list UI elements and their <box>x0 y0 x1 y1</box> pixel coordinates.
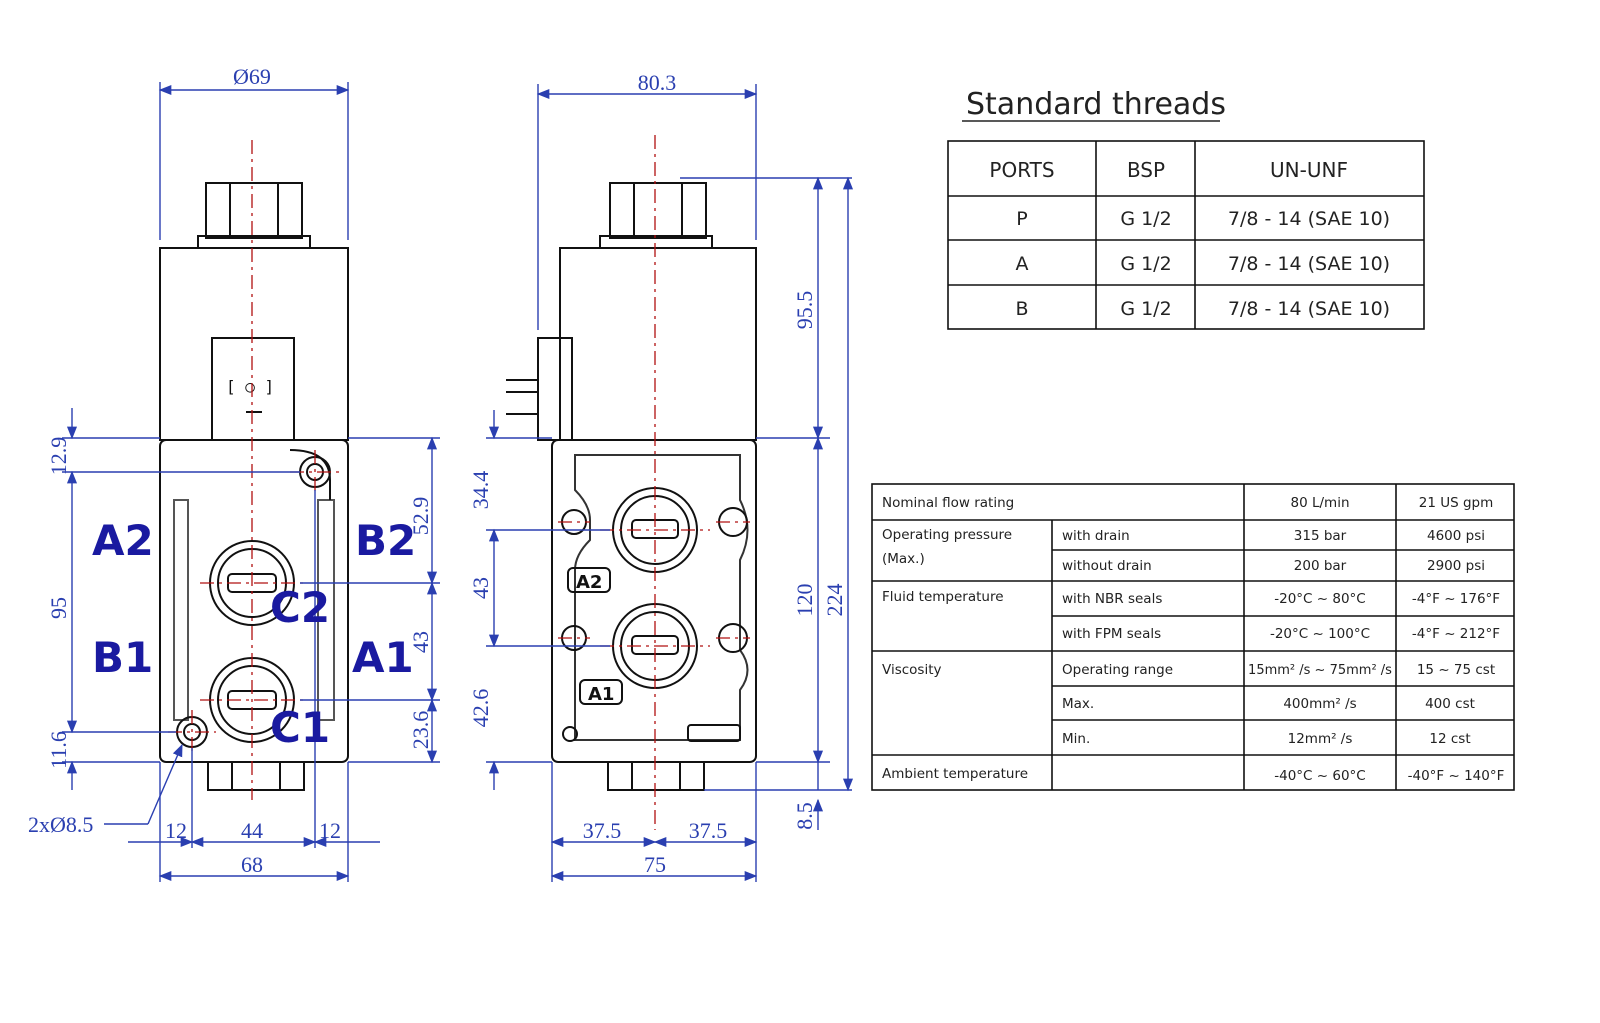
side-mark-a1: A1 <box>588 684 614 705</box>
spec-ambient-metric: -40°C ~ 60°C <box>1274 768 1365 784</box>
spec-pressure-label-max: (Max.) <box>882 551 925 567</box>
port-label-a1: A1 <box>352 633 414 682</box>
dim-34-4: 34.4 <box>468 471 493 510</box>
dim-44: 44 <box>241 818 263 843</box>
dim-37-5-right: 37.5 <box>689 818 728 843</box>
spec-flow-metric: 80 L/min <box>1291 495 1350 511</box>
port-label-c1: C1 <box>270 703 330 752</box>
threads-cell: A <box>1016 253 1029 275</box>
side-nut <box>609 182 707 239</box>
dim-120: 120 <box>792 584 817 617</box>
spec-pressure-imperial: 4600 psi <box>1427 528 1485 544</box>
spec-pressure-metric: 315 bar <box>1294 528 1347 544</box>
spec-fluid-imperial: -4°F ~ 176°F <box>1412 591 1500 607</box>
spec-viscosity-imperial: 400 cst <box>1425 696 1475 712</box>
dim-12-right: 12 <box>319 818 341 843</box>
side-mark-a2: A2 <box>576 572 602 593</box>
dim-68: 68 <box>241 852 263 877</box>
side-centerlines <box>558 135 750 830</box>
spec-pressure-metric: 200 bar <box>1294 558 1347 574</box>
spec-ambient-label: Ambient temperature <box>882 766 1028 782</box>
threads-cell: B <box>1015 298 1028 320</box>
front-view: [ ○ ] <box>159 182 349 791</box>
dim-8-5: 8.5 <box>792 802 817 830</box>
dim-23-6: 23.6 <box>408 711 433 750</box>
spec-viscosity-cond: Operating range <box>1062 662 1173 678</box>
spec-viscosity-imperial: 12 cst <box>1429 731 1470 747</box>
spec-viscosity-cond: Min. <box>1062 731 1090 747</box>
threads-cell: 7/8 - 14 (SAE 10) <box>1228 298 1390 320</box>
threads-cell: 7/8 - 14 (SAE 10) <box>1228 253 1390 275</box>
svg-text:[ ○ ]: [ ○ ] <box>226 377 274 396</box>
dim-43-front: 43 <box>408 631 433 653</box>
dim-52-9: 52.9 <box>408 497 433 536</box>
dim-224: 224 <box>822 584 847 617</box>
dim-95-5: 95.5 <box>792 291 817 330</box>
dim-80-3: 80.3 <box>638 70 677 95</box>
spec-pressure-label: Operating pressure <box>882 527 1012 543</box>
spec-flow-imperial: 21 US gpm <box>1419 495 1494 511</box>
dim-top-diameter: Ø69 <box>233 64 271 89</box>
dim-42-6: 42.6 <box>468 689 493 728</box>
port-label-a2: A2 <box>92 516 154 565</box>
front-bottom-nut <box>207 761 305 791</box>
spec-pressure-cond: without drain <box>1062 558 1152 574</box>
specs-table: Nominal flow rating 80 L/min 21 US gpm O… <box>871 483 1515 791</box>
threads-header-unf: UN-UNF <box>1270 158 1348 182</box>
side-dimension-lines <box>486 84 854 882</box>
dim-37-5-left: 37.5 <box>583 818 622 843</box>
spec-viscosity-cond: Max. <box>1062 696 1094 712</box>
spec-viscosity-label: Viscosity <box>882 662 941 678</box>
dim-12-left: 12 <box>165 818 187 843</box>
dim-11-6: 11.6 <box>46 731 71 769</box>
spec-viscosity-imperial: 15 ~ 75 cst <box>1417 662 1495 678</box>
front-nut <box>205 182 303 239</box>
standard-threads: Standard threads PORTS BSP UN-UNF P G 1/… <box>947 87 1425 330</box>
port-label-b1: B1 <box>92 633 153 682</box>
side-markings: A2 A1 <box>576 572 614 705</box>
dim-95: 95 <box>46 597 71 619</box>
threads-cell: G 1/2 <box>1120 253 1171 275</box>
spec-fluid-cond: with FPM seals <box>1062 626 1161 642</box>
side-view <box>506 182 757 791</box>
spec-fluid-imperial: -4°F ~ 212°F <box>1412 626 1500 642</box>
port-label-c2: C2 <box>270 583 330 632</box>
dim-43-side: 43 <box>468 577 493 599</box>
spec-fluid-label: Fluid temperature <box>882 589 1004 605</box>
spec-pressure-imperial: 2900 psi <box>1427 558 1485 574</box>
spec-viscosity-metric: 400mm² /s <box>1283 696 1356 712</box>
dim-hole: 2xØ8.5 <box>28 812 93 837</box>
threads-header-ports: PORTS <box>989 158 1054 182</box>
dim-12-9: 12.9 <box>46 437 71 476</box>
side-coil <box>559 247 757 441</box>
threads-cell: 7/8 - 14 (SAE 10) <box>1228 208 1390 230</box>
spec-ambient-imperial: -40°F ~ 140°F <box>1408 768 1505 784</box>
side-plug <box>537 337 573 441</box>
spec-viscosity-metric: 15mm² /s ~ 75mm² /s <box>1248 663 1392 678</box>
spec-pressure-cond: with drain <box>1062 528 1130 544</box>
side-bottom-nut <box>607 761 705 791</box>
spec-fluid-metric: -20°C ~ 80°C <box>1274 591 1365 607</box>
standard-threads-title: Standard threads <box>966 87 1226 122</box>
spec-flow-label: Nominal flow rating <box>882 495 1014 511</box>
threads-cell: G 1/2 <box>1120 208 1171 230</box>
port-label-b2: B2 <box>355 516 416 565</box>
threads-cell: G 1/2 <box>1120 298 1171 320</box>
dim-75: 75 <box>644 852 666 877</box>
spec-viscosity-metric: 12mm² /s <box>1288 731 1353 747</box>
front-dimension-lines <box>62 82 440 882</box>
threads-header-bsp: BSP <box>1127 158 1165 182</box>
spec-fluid-cond: with NBR seals <box>1062 591 1162 607</box>
threads-cell: P <box>1016 208 1027 230</box>
spec-fluid-metric: -20°C ~ 100°C <box>1270 626 1370 642</box>
